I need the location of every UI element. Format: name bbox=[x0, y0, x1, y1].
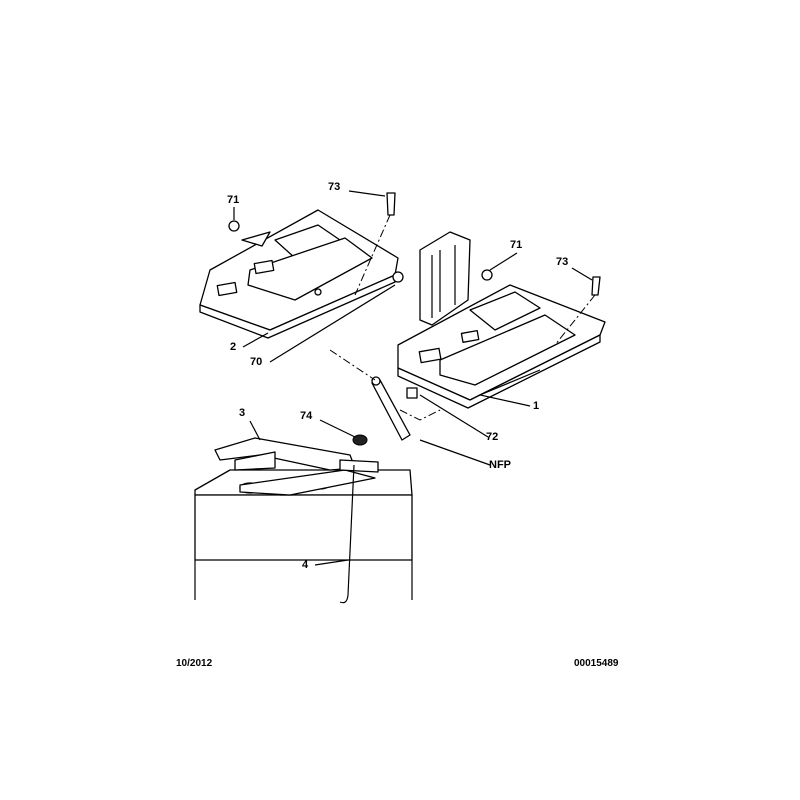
callout-71: 71 bbox=[227, 194, 240, 206]
callout-70: 70 bbox=[250, 356, 263, 368]
footer-date: 10/2012 bbox=[176, 658, 213, 669]
clip-72 bbox=[406, 387, 418, 399]
footer-reference: 00015489 bbox=[574, 658, 619, 669]
battery-tray-2 bbox=[199, 209, 399, 339]
callout-1: 1 bbox=[533, 400, 540, 412]
nut-71-left bbox=[228, 220, 240, 232]
nut-74 bbox=[352, 434, 368, 446]
callout-3: 3 bbox=[239, 407, 246, 419]
hook-rod-4 bbox=[339, 464, 355, 604]
callout-74: 74 bbox=[300, 410, 313, 422]
leader-lines bbox=[233, 190, 593, 566]
callout-4: 4 bbox=[302, 559, 309, 571]
bolt-73-left bbox=[386, 192, 396, 216]
callout-nfp: NFP bbox=[489, 459, 511, 471]
rod-nfp bbox=[371, 379, 411, 441]
nut-71-right bbox=[481, 269, 493, 281]
clamp-3 bbox=[214, 434, 379, 496]
callout-73: 73 bbox=[556, 256, 569, 268]
fasteners bbox=[228, 192, 601, 441]
callout-72: 72 bbox=[486, 431, 499, 443]
bolt-73-right bbox=[591, 276, 601, 296]
callout-73: 73 bbox=[328, 181, 341, 193]
callout-2: 2 bbox=[230, 341, 237, 353]
callout-71: 71 bbox=[510, 239, 523, 251]
battery-tray-1 bbox=[397, 231, 606, 409]
